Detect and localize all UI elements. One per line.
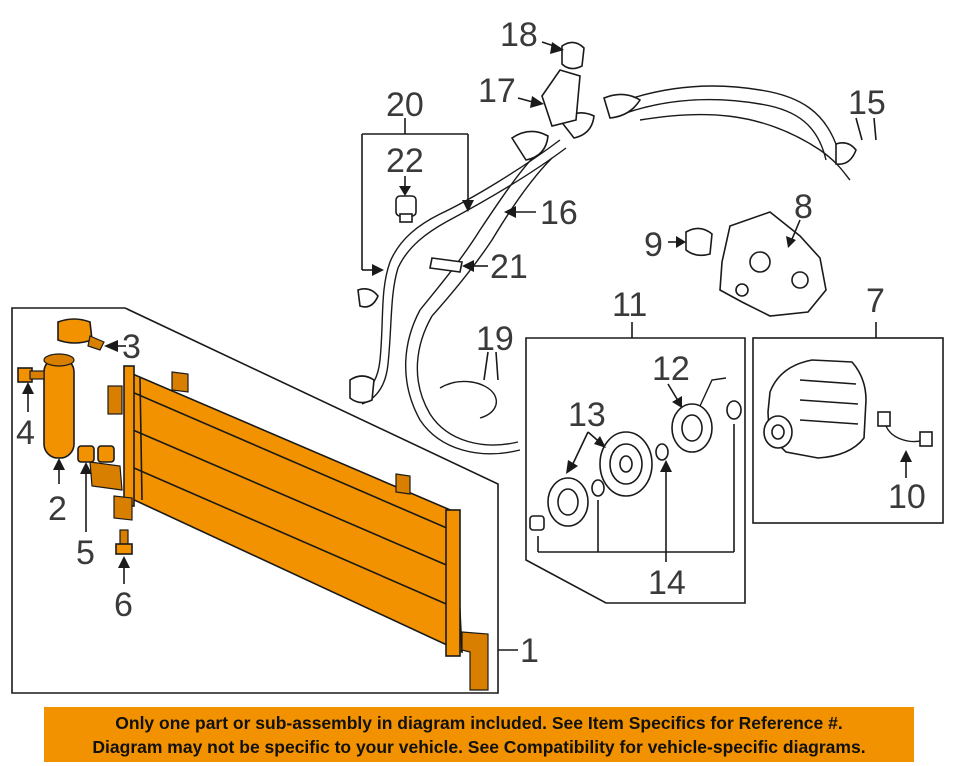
callout-8: 8: [794, 188, 813, 226]
callout-16: 16: [540, 194, 578, 232]
bolt-4: [17, 367, 45, 383]
callout-17: 17: [478, 72, 516, 110]
receiver-drier: [43, 353, 75, 459]
harness-10: [877, 411, 933, 447]
cap-18: [561, 41, 585, 70]
callout-20: 20: [386, 86, 424, 124]
washer-14: [726, 400, 742, 420]
callout-13: 13: [568, 396, 606, 434]
bracket-21: [429, 257, 463, 273]
compressor: [763, 359, 867, 459]
notice-line-2: Diagram may not be specific to your vehi…: [92, 736, 866, 757]
clutch-group-frame: [525, 337, 746, 604]
snap-ring-a: [591, 479, 605, 497]
condenser: [89, 365, 489, 691]
notice-banner: Only one part or sub-assembly in diagram…: [44, 707, 914, 762]
condenser-group-frame: [11, 307, 499, 694]
compressor-group-frame: [752, 337, 944, 524]
callout-15: 15: [848, 84, 886, 122]
callout-22: 22: [386, 142, 424, 180]
callout-12: 12: [652, 350, 690, 388]
notice-line-1: Only one part or sub-assembly in diagram…: [115, 712, 843, 733]
bracket-17: [541, 69, 581, 127]
drier-bracket: [57, 318, 105, 351]
callout-21: 21: [490, 248, 528, 286]
callout-11: 11: [612, 286, 647, 324]
bolt-6: [115, 529, 133, 555]
callout-5: 5: [76, 534, 95, 572]
discharge-hose-15: [603, 85, 857, 181]
callout-7: 7: [866, 282, 885, 320]
callout-1: 1: [520, 632, 539, 670]
callout-18: 18: [500, 16, 538, 54]
clutch-hub: [547, 477, 589, 527]
callout-10: 10: [888, 478, 926, 516]
callout-6: 6: [114, 586, 133, 624]
cap-5: [77, 445, 115, 463]
callout-2: 2: [48, 490, 67, 528]
callout-14: 14: [648, 564, 686, 602]
part-9: [685, 227, 713, 257]
clutch-coil-12: [671, 377, 727, 453]
pressure-switch-22: [395, 195, 417, 223]
callout-4: 4: [16, 414, 35, 452]
liquid-line-19: [439, 380, 498, 419]
liquid-line-20: [349, 139, 567, 405]
clutch-pulley: [599, 431, 653, 497]
arrow-3: [104, 340, 118, 352]
compressor-bracket-8: [719, 211, 827, 317]
shim: [529, 515, 545, 531]
callout-3: 3: [122, 328, 141, 366]
callout-19: 19: [476, 320, 514, 358]
snap-ring-b: [655, 443, 669, 461]
callout-9: 9: [644, 226, 663, 264]
